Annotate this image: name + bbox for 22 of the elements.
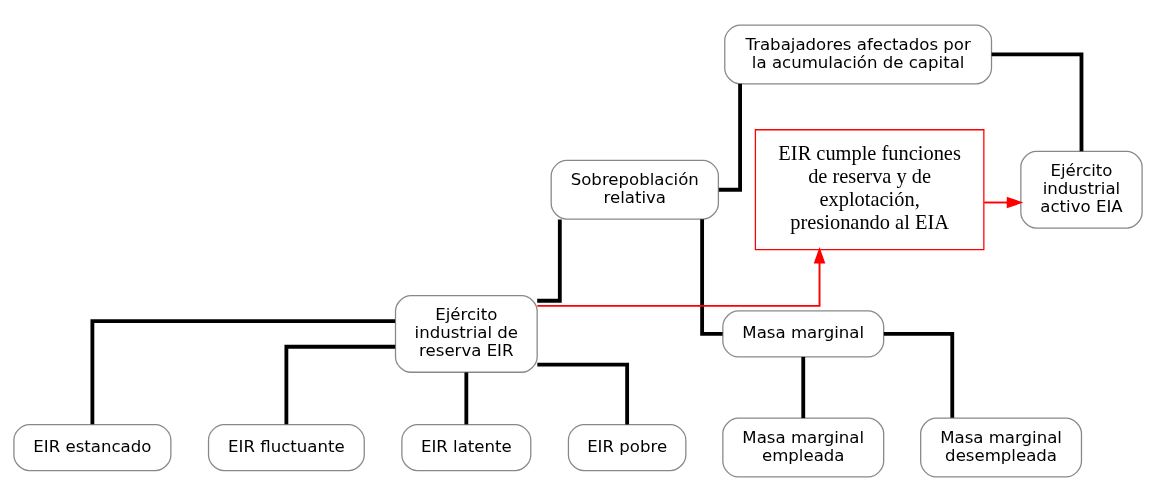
connector [464,371,469,424]
connector [537,362,630,424]
connector [284,344,396,424]
node-box: EIR latente [401,423,532,471]
node-box: Masa marginal empleada [722,417,885,478]
node-box: Trabajadores afectados por la acumulación de capital [724,23,993,84]
node-box: Ejército industrial de reserva EIR [394,294,538,373]
node-box: Masa marginal desempleada [920,417,1083,478]
node-box: EIR pobre [567,423,687,471]
node-box: Masa marginal [722,309,885,358]
node-box: Sobrepoblación relativa [550,159,720,220]
connector [801,356,806,418]
node-box: EIR fluctuante [207,423,365,471]
node-box: EIR estancado [13,423,172,471]
arrow [536,246,826,307]
arrow [983,196,1024,208]
connector [991,52,1084,151]
node-box: EIR cumple funciones de reserva y de explotación, presionando al EIA [754,128,985,250]
connector [883,331,955,418]
connector [537,219,562,303]
connector [90,318,396,424]
node-box: Ejército industrial activo EIA [1020,150,1143,229]
